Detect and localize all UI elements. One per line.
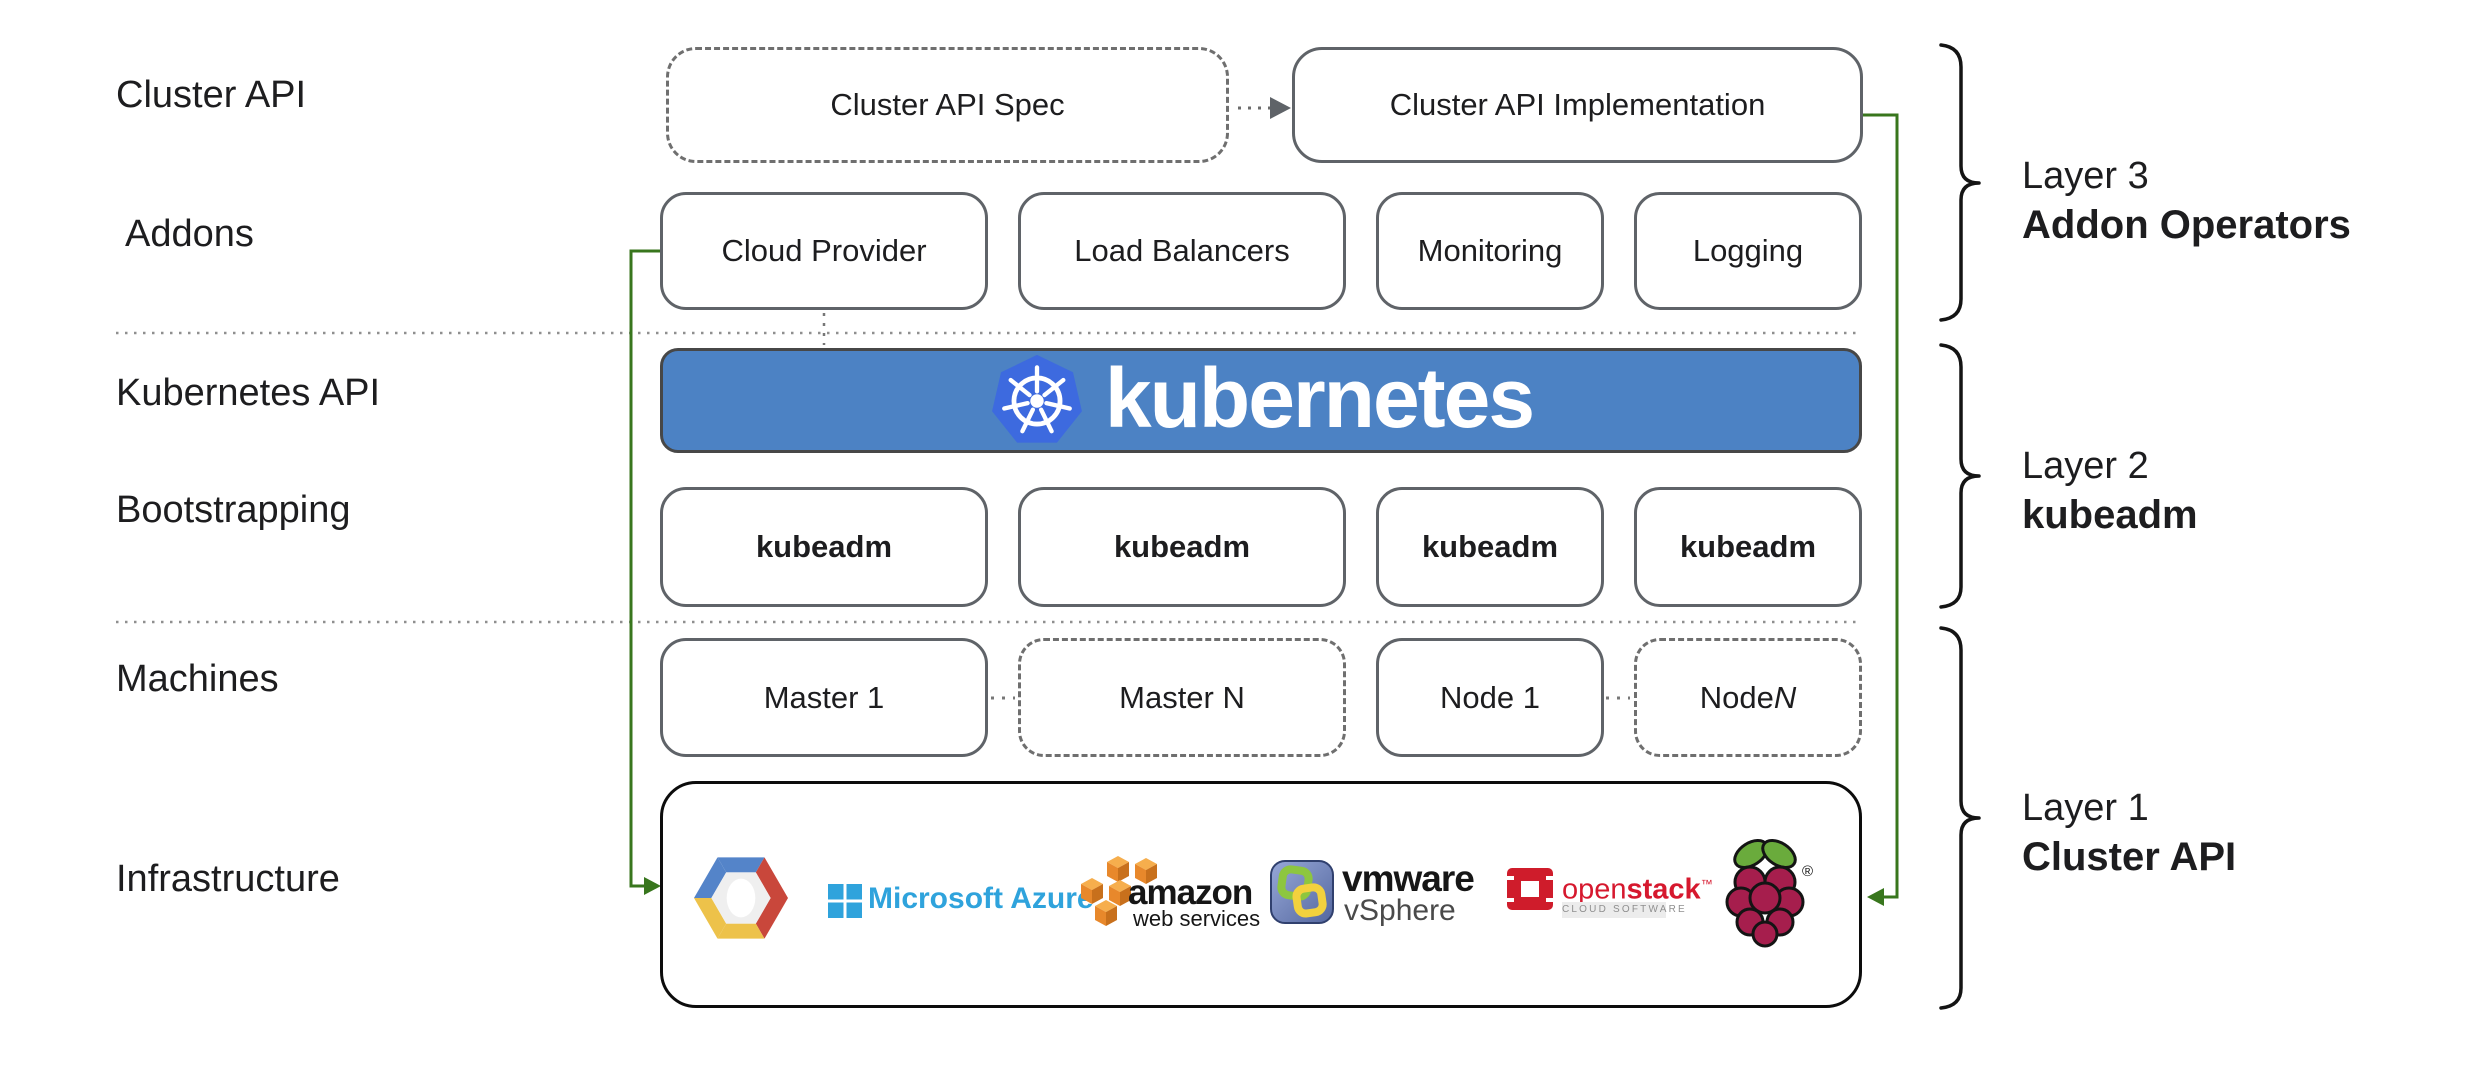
- google-cloud-logo-icon: [694, 857, 788, 939]
- row-label-bootstrapping: Bootstrapping: [116, 489, 351, 531]
- box-master-n-label: Master N: [1119, 679, 1245, 715]
- openstack-word-stack: stack: [1626, 873, 1701, 906]
- layer-2-annotation: Layer 2 kubeadm: [2022, 442, 2482, 540]
- green-arrowhead-right: [1867, 888, 1884, 906]
- aws-wordmark: amazon: [1128, 873, 1253, 912]
- brace-layer-2: [1939, 343, 1981, 609]
- row-label-cluster-api: Cluster API: [116, 74, 307, 116]
- kubernetes-wordmark: kubernetes: [1104, 350, 1535, 445]
- layer-1-title: Layer 1: [2022, 787, 2149, 829]
- row-label-infrastructure: Infrastructure: [116, 858, 340, 900]
- box-node-n-label: Node: [1699, 679, 1774, 715]
- aws-logo-icon: [1081, 856, 1157, 926]
- openstack-word-open: open: [1562, 873, 1627, 906]
- spec-to-impl-arrowhead: [1270, 97, 1291, 119]
- kubernetes-banner: kubernetes: [660, 348, 1862, 453]
- brace-layer-1: [1939, 626, 1981, 1010]
- layer-2-subtitle: kubeadm: [2022, 493, 2198, 537]
- box-node-n-italic: N: [1773, 679, 1797, 715]
- openstack-wordmark: openstack™: [1562, 870, 1713, 904]
- raspberry-registered-mark: ®: [1802, 863, 1813, 880]
- box-kubeadm-4: kubeadm: [1634, 487, 1862, 607]
- row-label-kubernetes-api: Kubernetes API: [116, 372, 381, 414]
- microsoft-logo-icon: [828, 884, 862, 918]
- vsphere-label: vSphere: [1344, 894, 1456, 927]
- box-kubeadm-2: kubeadm: [1018, 487, 1346, 607]
- vmware-wordmark: vmware: [1342, 858, 1475, 899]
- openstack-logo-icon: [1504, 868, 1556, 910]
- layer-3-title: Layer 3: [2022, 155, 2149, 197]
- row-label-addons: Addons: [125, 213, 254, 255]
- box-master-1-label: Master 1: [763, 679, 885, 715]
- layer-2-title: Layer 2: [2022, 445, 2149, 487]
- box-monitoring: Monitoring: [1376, 192, 1604, 310]
- box-master-n: Master N: [1018, 638, 1346, 757]
- box-cluster-api-spec: Cluster API Spec: [666, 47, 1229, 163]
- box-kubeadm-1: kubeadm: [660, 487, 988, 607]
- brace-layer-3: [1939, 43, 1981, 322]
- box-node-1-label: Node 1: [1440, 679, 1540, 715]
- box-node-n: Node N: [1634, 638, 1862, 757]
- layer-3-subtitle: Addon Operators: [2022, 203, 2351, 247]
- layer-1-subtitle: Cluster API: [2022, 835, 2237, 879]
- openstack-trademark: ™: [1700, 877, 1713, 891]
- raspberry-pi-logo-icon: ®: [1725, 839, 1813, 948]
- azure-wordmark: Microsoft Azure: [868, 882, 1094, 915]
- layer-3-annotation: Layer 3 Addon Operators: [2022, 152, 2482, 250]
- box-master-1: Master 1: [660, 638, 988, 757]
- green-arrowhead-left: [644, 877, 661, 895]
- box-logging: Logging: [1634, 192, 1862, 310]
- box-load-balancers: Load Balancers: [1018, 192, 1346, 310]
- box-cluster-api-implementation: Cluster API Implementation: [1292, 47, 1863, 163]
- row-label-machines: Machines: [116, 658, 279, 700]
- vmware-logo-icon: [1270, 860, 1334, 924]
- kubernetes-logo-icon: [991, 354, 1082, 443]
- box-node-1: Node 1: [1376, 638, 1604, 757]
- layer-1-annotation: Layer 1 Cluster API: [2022, 784, 2482, 882]
- green-connector-right: [1862, 113, 1899, 899]
- infrastructure-box: [660, 781, 1862, 1008]
- aws-web-services-label: web services: [1133, 906, 1261, 931]
- green-connector-left: [629, 249, 660, 888]
- box-kubeadm-3: kubeadm: [1376, 487, 1604, 607]
- box-cloud-provider: Cloud Provider: [660, 192, 988, 310]
- openstack-tagline: CLOUD SOFTWARE: [1562, 902, 1685, 918]
